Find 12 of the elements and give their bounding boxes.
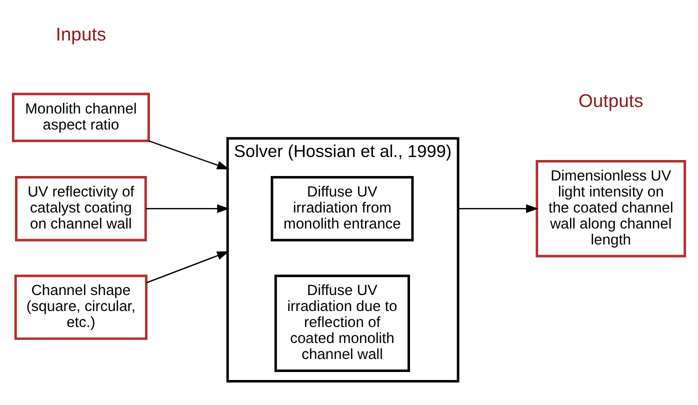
- arrow: [148, 140, 230, 170]
- node-box: Diffuse UV irradiation from monolith entrance: [270, 176, 414, 242]
- arrow: [146, 204, 230, 213]
- label: Outputs: [578, 90, 644, 111]
- arrow: [458, 204, 538, 213]
- label: Inputs: [56, 23, 106, 44]
- node-box: Monolith channel aspect ratio: [12, 92, 150, 142]
- node-box: Channel shape (square, circular, etc.): [14, 274, 148, 340]
- node-box: Diffuse UV irradiation due to reflection of coated monolith channel wall: [274, 274, 410, 372]
- node-box: Dimensionless UV light intensity on the coated channel wall along channel length: [536, 160, 686, 258]
- node-box: UV reflectivity of catalyst coating on channel wall: [15, 176, 147, 242]
- arrow: [146, 251, 230, 284]
